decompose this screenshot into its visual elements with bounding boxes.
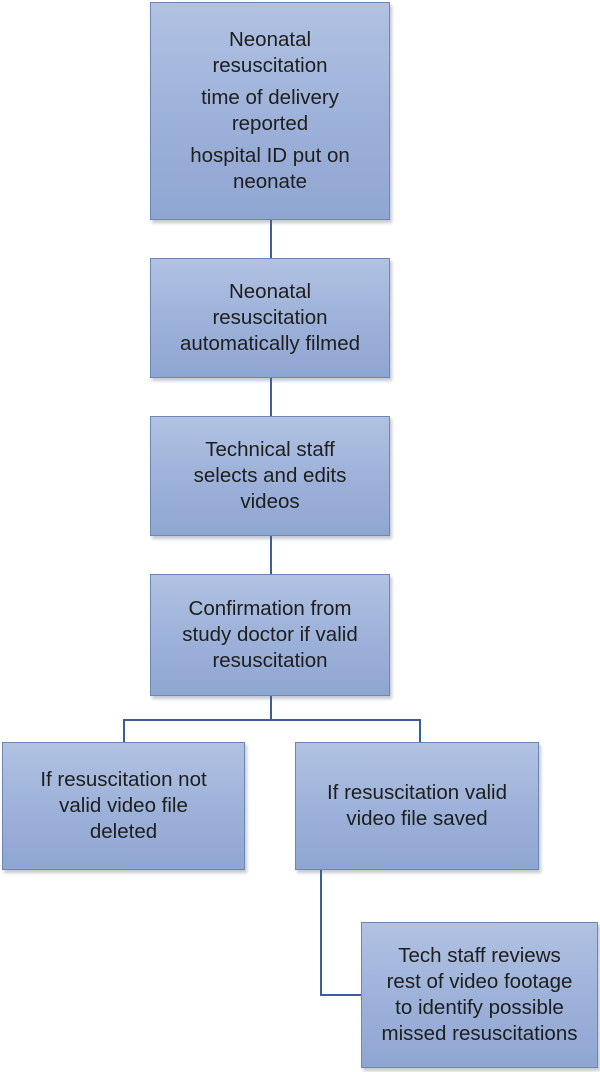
step1-line4: reported — [231, 112, 309, 135]
connector-split-branches — [123, 719, 421, 742]
step4-line1: Confirmation from — [188, 597, 352, 620]
step1-line1: Neonatal — [228, 28, 312, 51]
step2-line2: resuscitation — [212, 306, 328, 329]
step-automatically-filmed: Neonatal resuscitation automatically fil… — [150, 258, 390, 378]
review-line1: Tech staff reviews — [398, 944, 561, 967]
step2-line3: automatically filmed — [179, 332, 360, 355]
step-review-footage: Tech staff reviews rest of video footage… — [361, 922, 598, 1068]
step4-line3: resuscitation — [212, 649, 328, 672]
review-line3: to identify possible — [395, 996, 564, 1019]
connector-valid-to-review — [320, 870, 361, 996]
step1-line5: hospital ID put on — [190, 144, 350, 167]
review-line4: missed resuscitations — [381, 1022, 578, 1045]
step3-line3: videos — [240, 490, 300, 513]
branch-valid-line1: If resuscitation valid — [326, 781, 508, 804]
step1-line3: time of delivery — [201, 86, 339, 109]
review-line2: rest of video footage — [386, 970, 573, 993]
step1-line2: resuscitation — [212, 54, 328, 77]
branch-not-valid-line2: valid video file — [59, 794, 188, 817]
step1-line6: neonate — [232, 170, 308, 193]
step3-line1: Technical staff — [205, 438, 335, 461]
step-doctor-confirmation: Confirmation from study doctor if valid … — [150, 574, 390, 696]
branch-not-valid-line1: If resuscitation not — [40, 768, 207, 791]
step3-line2: selects and edits — [193, 464, 347, 487]
branch-valid-line2: video file saved — [346, 807, 488, 830]
branch-valid-saved: If resuscitation valid video file saved — [295, 742, 539, 870]
step-resuscitation-reported: Neonatal resuscitation time of delivery … — [150, 2, 390, 220]
branch-not-valid-line3: deleted — [89, 820, 158, 843]
step-technical-staff-edits: Technical staff selects and edits videos — [150, 416, 390, 536]
step2-line1: Neonatal — [228, 280, 312, 303]
step4-line2: study doctor if valid — [182, 623, 358, 646]
branch-not-valid-deleted: If resuscitation not valid video file de… — [2, 742, 245, 870]
